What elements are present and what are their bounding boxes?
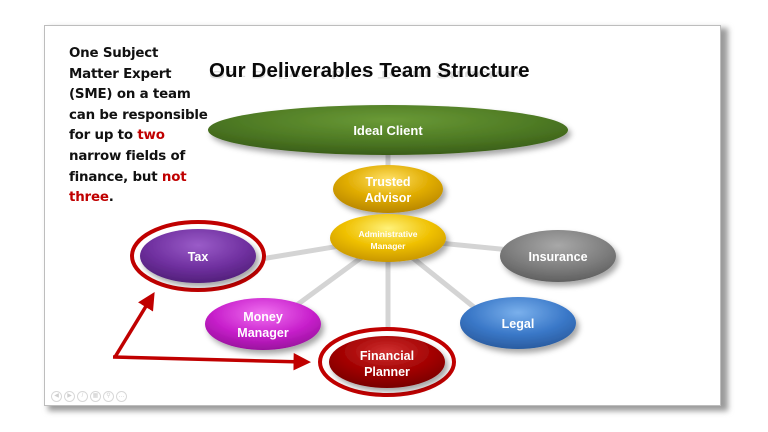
note-line: (SME) on a team	[69, 87, 191, 103]
note-line: One Subject	[69, 46, 159, 61]
label-legal: Legal	[502, 317, 535, 331]
label-money-manager-1: Money	[243, 310, 283, 324]
zoom-icon[interactable]: ⚲	[103, 391, 114, 402]
next-icon[interactable]: ▶	[64, 391, 75, 402]
note-text: for up to	[69, 128, 138, 144]
arrow-to-financial-planner	[112, 352, 311, 371]
node-legal	[460, 297, 576, 349]
arrow-to-tax	[113, 292, 155, 358]
pen-icon[interactable]: /	[77, 391, 88, 402]
emphasis-not: not	[161, 169, 187, 185]
more-icon[interactable]: …	[116, 391, 127, 402]
node-insurance	[500, 230, 616, 282]
label-trusted-advisor-2: Advisor	[365, 191, 412, 205]
emphasis-two: two	[137, 128, 165, 144]
previous-icon[interactable]: ◀	[51, 391, 62, 402]
label-money-manager-2: Manager	[237, 326, 289, 340]
label-financial-planner-2: Planner	[364, 365, 410, 379]
sme-note: One Subject Matter Expert (SME) on a tea…	[69, 44, 219, 209]
node-financial-planner	[318, 327, 456, 397]
note-text: .	[108, 190, 114, 206]
presenter-controls: ◀ ▶ / ▦ ⚲ …	[51, 391, 127, 402]
label-ideal-client: Ideal Client	[353, 123, 423, 138]
node-trusted-advisor	[333, 165, 443, 213]
label-insurance: Insurance	[528, 250, 587, 264]
slides-icon[interactable]: ▦	[90, 391, 101, 402]
note-text: finance, but	[69, 169, 162, 185]
label-admin-manager-1: Administrative	[358, 229, 417, 239]
node-administrative-manager	[330, 214, 446, 262]
node-ideal-client	[208, 105, 568, 155]
node-tax	[130, 220, 266, 292]
label-financial-planner-1: Financial	[360, 349, 414, 363]
label-admin-manager-2: Manager	[371, 241, 407, 251]
slide-title: Our Deliverables Team Structure	[209, 59, 530, 82]
note-line: can be responsible	[69, 107, 208, 123]
note-line: finance, but not	[69, 168, 219, 189]
emphasis-three: three	[69, 190, 109, 206]
note-line: three.	[69, 188, 219, 209]
node-money-manager	[205, 298, 321, 350]
highlight-arrows	[112, 292, 311, 371]
label-tax: Tax	[188, 250, 209, 264]
label-trusted-advisor-1: Trusted	[365, 175, 410, 189]
note-line: narrow fields of	[69, 148, 186, 164]
note-line: for up to two	[69, 126, 219, 147]
note-line: Matter Expert	[69, 66, 172, 82]
